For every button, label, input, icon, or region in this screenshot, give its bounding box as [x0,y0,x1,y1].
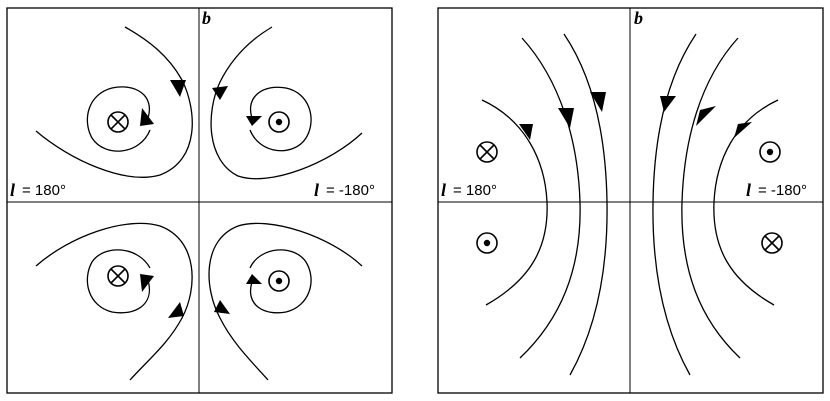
field-line [35,222,193,381]
field-into-page-icon [476,141,498,163]
arrow-head [212,86,228,100]
field-line [210,26,363,180]
arrow-head [558,108,574,128]
arrow-head [660,96,676,112]
field-into-page-icon [107,265,129,287]
axis-label-l-right: l [746,180,751,200]
field-out-of-page-icon [268,111,290,133]
arrow-head [246,274,262,284]
field-line [86,86,151,152]
axis-label-b: b [202,8,211,28]
axis-label-b: b [634,8,643,28]
field-line [563,33,608,376]
arrow-head [246,116,262,126]
arrow-head [140,274,154,292]
field-line [35,26,193,178]
arrow-head [170,80,186,97]
field-out-of-page-icon [759,141,781,163]
field-line [681,37,741,359]
arrow-head [590,92,606,112]
panel-right: b l = 180° l = -180° [437,7,824,394]
axis-label-l-left: l [10,180,15,200]
field-line [208,222,363,381]
arrow-head [696,106,716,126]
field-into-page-icon [107,111,129,133]
field-out-of-page-icon [268,270,290,292]
arrow-head [519,124,533,140]
axis-label-l-left: l [441,180,446,200]
right-longitude-label: = -180° [758,182,807,199]
field-line [519,37,581,359]
left-longitude-label: = 180° [22,182,66,199]
arrow-head [168,302,184,318]
arrow-head [214,300,230,314]
arrow-head [140,108,154,126]
field-out-of-page-icon [476,232,498,254]
right-longitude-label: = -180° [326,182,375,199]
panel-left: b l = 180° l = -180° [6,7,393,394]
field-line [86,249,151,314]
field-line [481,99,548,306]
arrow-head [734,122,752,138]
field-into-page-icon [761,232,783,254]
field-line [249,249,312,314]
left-longitude-label: = 180° [453,182,497,199]
axis-label-l-right: l [314,180,319,200]
field-line [249,86,312,152]
field-line [652,33,697,376]
